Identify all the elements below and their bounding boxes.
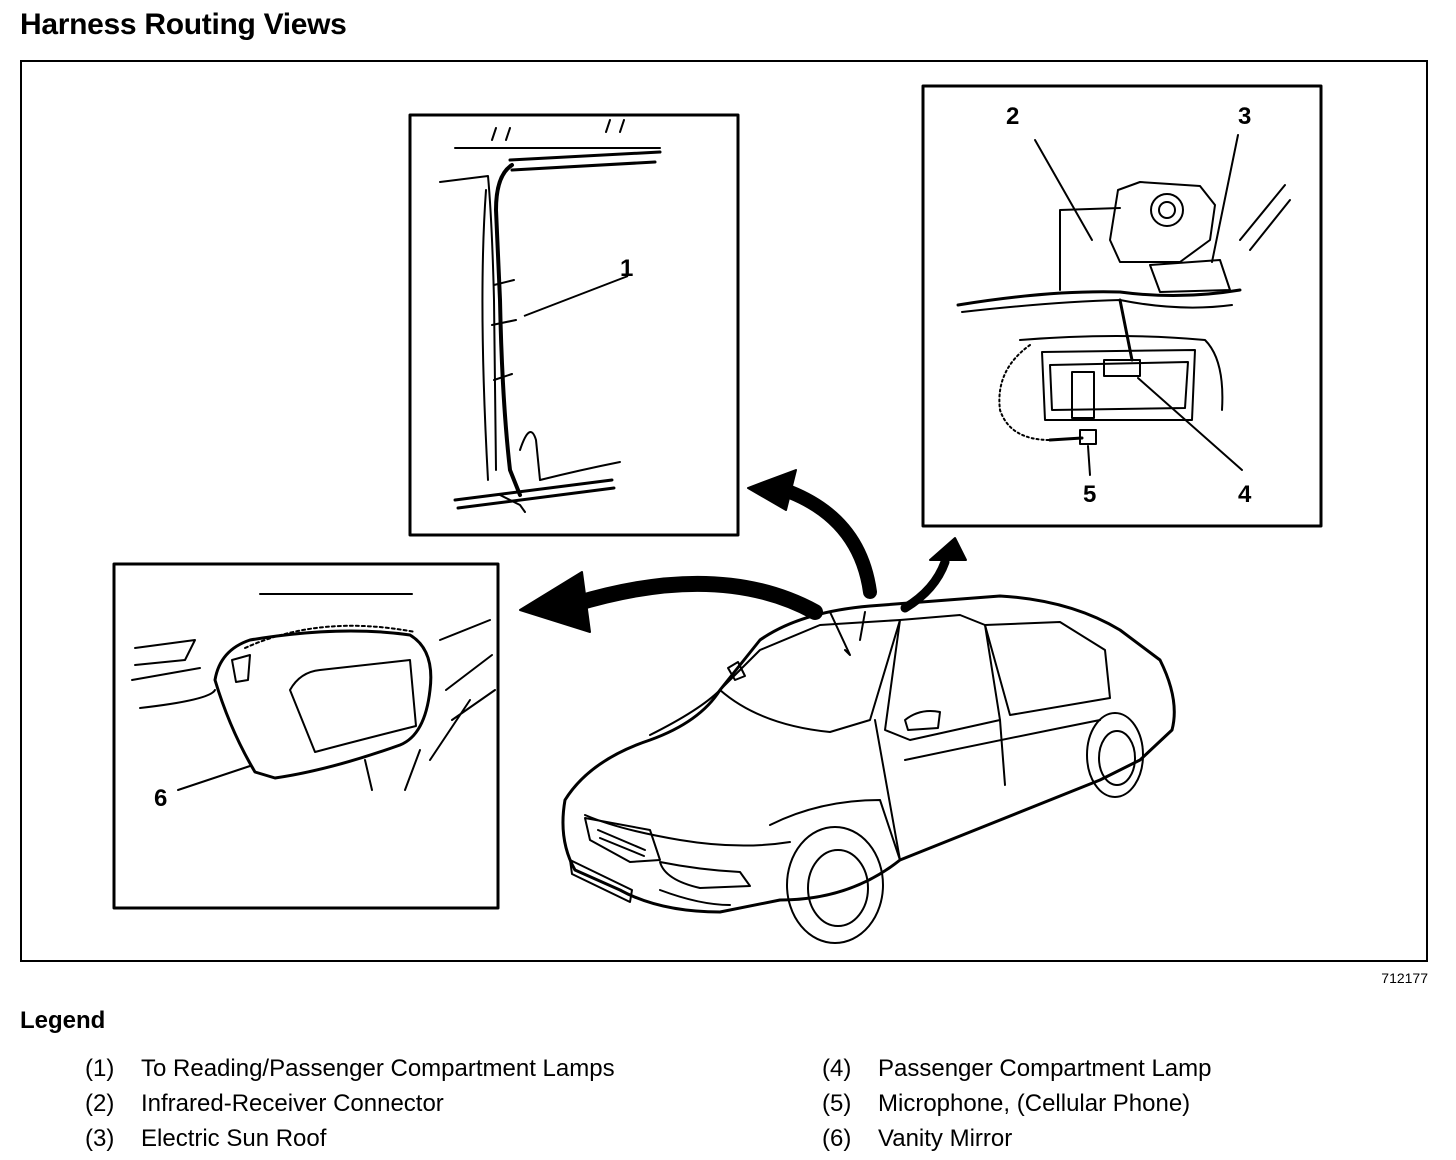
arrow-to-pillar (747, 469, 877, 599)
legend-item: (5) Microphone, (Cellular Phone) (822, 1090, 1212, 1125)
inset-overhead-console (921, 84, 1323, 528)
legend-number: (4) (822, 1055, 852, 1082)
callout-2: 2 (1006, 103, 1019, 130)
legend-label: Passenger Compartment Lamp (878, 1055, 1212, 1082)
arrow-to-visor (519, 571, 823, 633)
callout-3: 3 (1238, 103, 1251, 130)
callout-6: 6 (154, 785, 167, 812)
legend-label: Infrared-Receiver Connector (141, 1090, 444, 1117)
legend-item: (6) Vanity Mirror (822, 1125, 1212, 1160)
legend-label: Vanity Mirror (878, 1125, 1013, 1152)
legend-number: (2) (85, 1090, 115, 1117)
legend-column-left: (1) To Reading/Passenger Compartment Lam… (85, 1055, 615, 1160)
car-illustration (561, 594, 1176, 944)
callout-1: 1 (620, 255, 633, 282)
legend-item: (4) Passenger Compartment Lamp (822, 1055, 1212, 1090)
legend-item: (2) Infrared-Receiver Connector (85, 1090, 615, 1125)
legend-item: (1) To Reading/Passenger Compartment Lam… (85, 1055, 615, 1090)
legend-label: Electric Sun Roof (141, 1125, 327, 1152)
arrow-to-console (900, 537, 967, 613)
legend-label: Microphone, (Cellular Phone) (878, 1090, 1191, 1117)
page-title: Harness Routing Views (20, 8, 347, 41)
figure-frame (20, 60, 1428, 962)
inset-sun-visor (112, 562, 500, 910)
legend-title: Legend (20, 1007, 106, 1034)
legend-number: (1) (85, 1055, 115, 1082)
legend-number: (3) (85, 1125, 115, 1152)
legend-label: To Reading/Passenger Compartment Lamps (141, 1055, 615, 1082)
legend-number: (6) (822, 1125, 852, 1152)
inset-pillar-view (408, 113, 740, 537)
legend-item: (3) Electric Sun Roof (85, 1125, 615, 1160)
callout-4: 4 (1238, 481, 1252, 508)
figure-id: 712177 (1381, 970, 1428, 986)
legend-number: (5) (822, 1090, 852, 1117)
callout-5: 5 (1083, 481, 1096, 508)
harness-diagram: 1 2 3 4 5 6 (112, 84, 1323, 944)
legend-column-right: (4) Passenger Compartment Lamp (5) Micro… (822, 1055, 1212, 1160)
